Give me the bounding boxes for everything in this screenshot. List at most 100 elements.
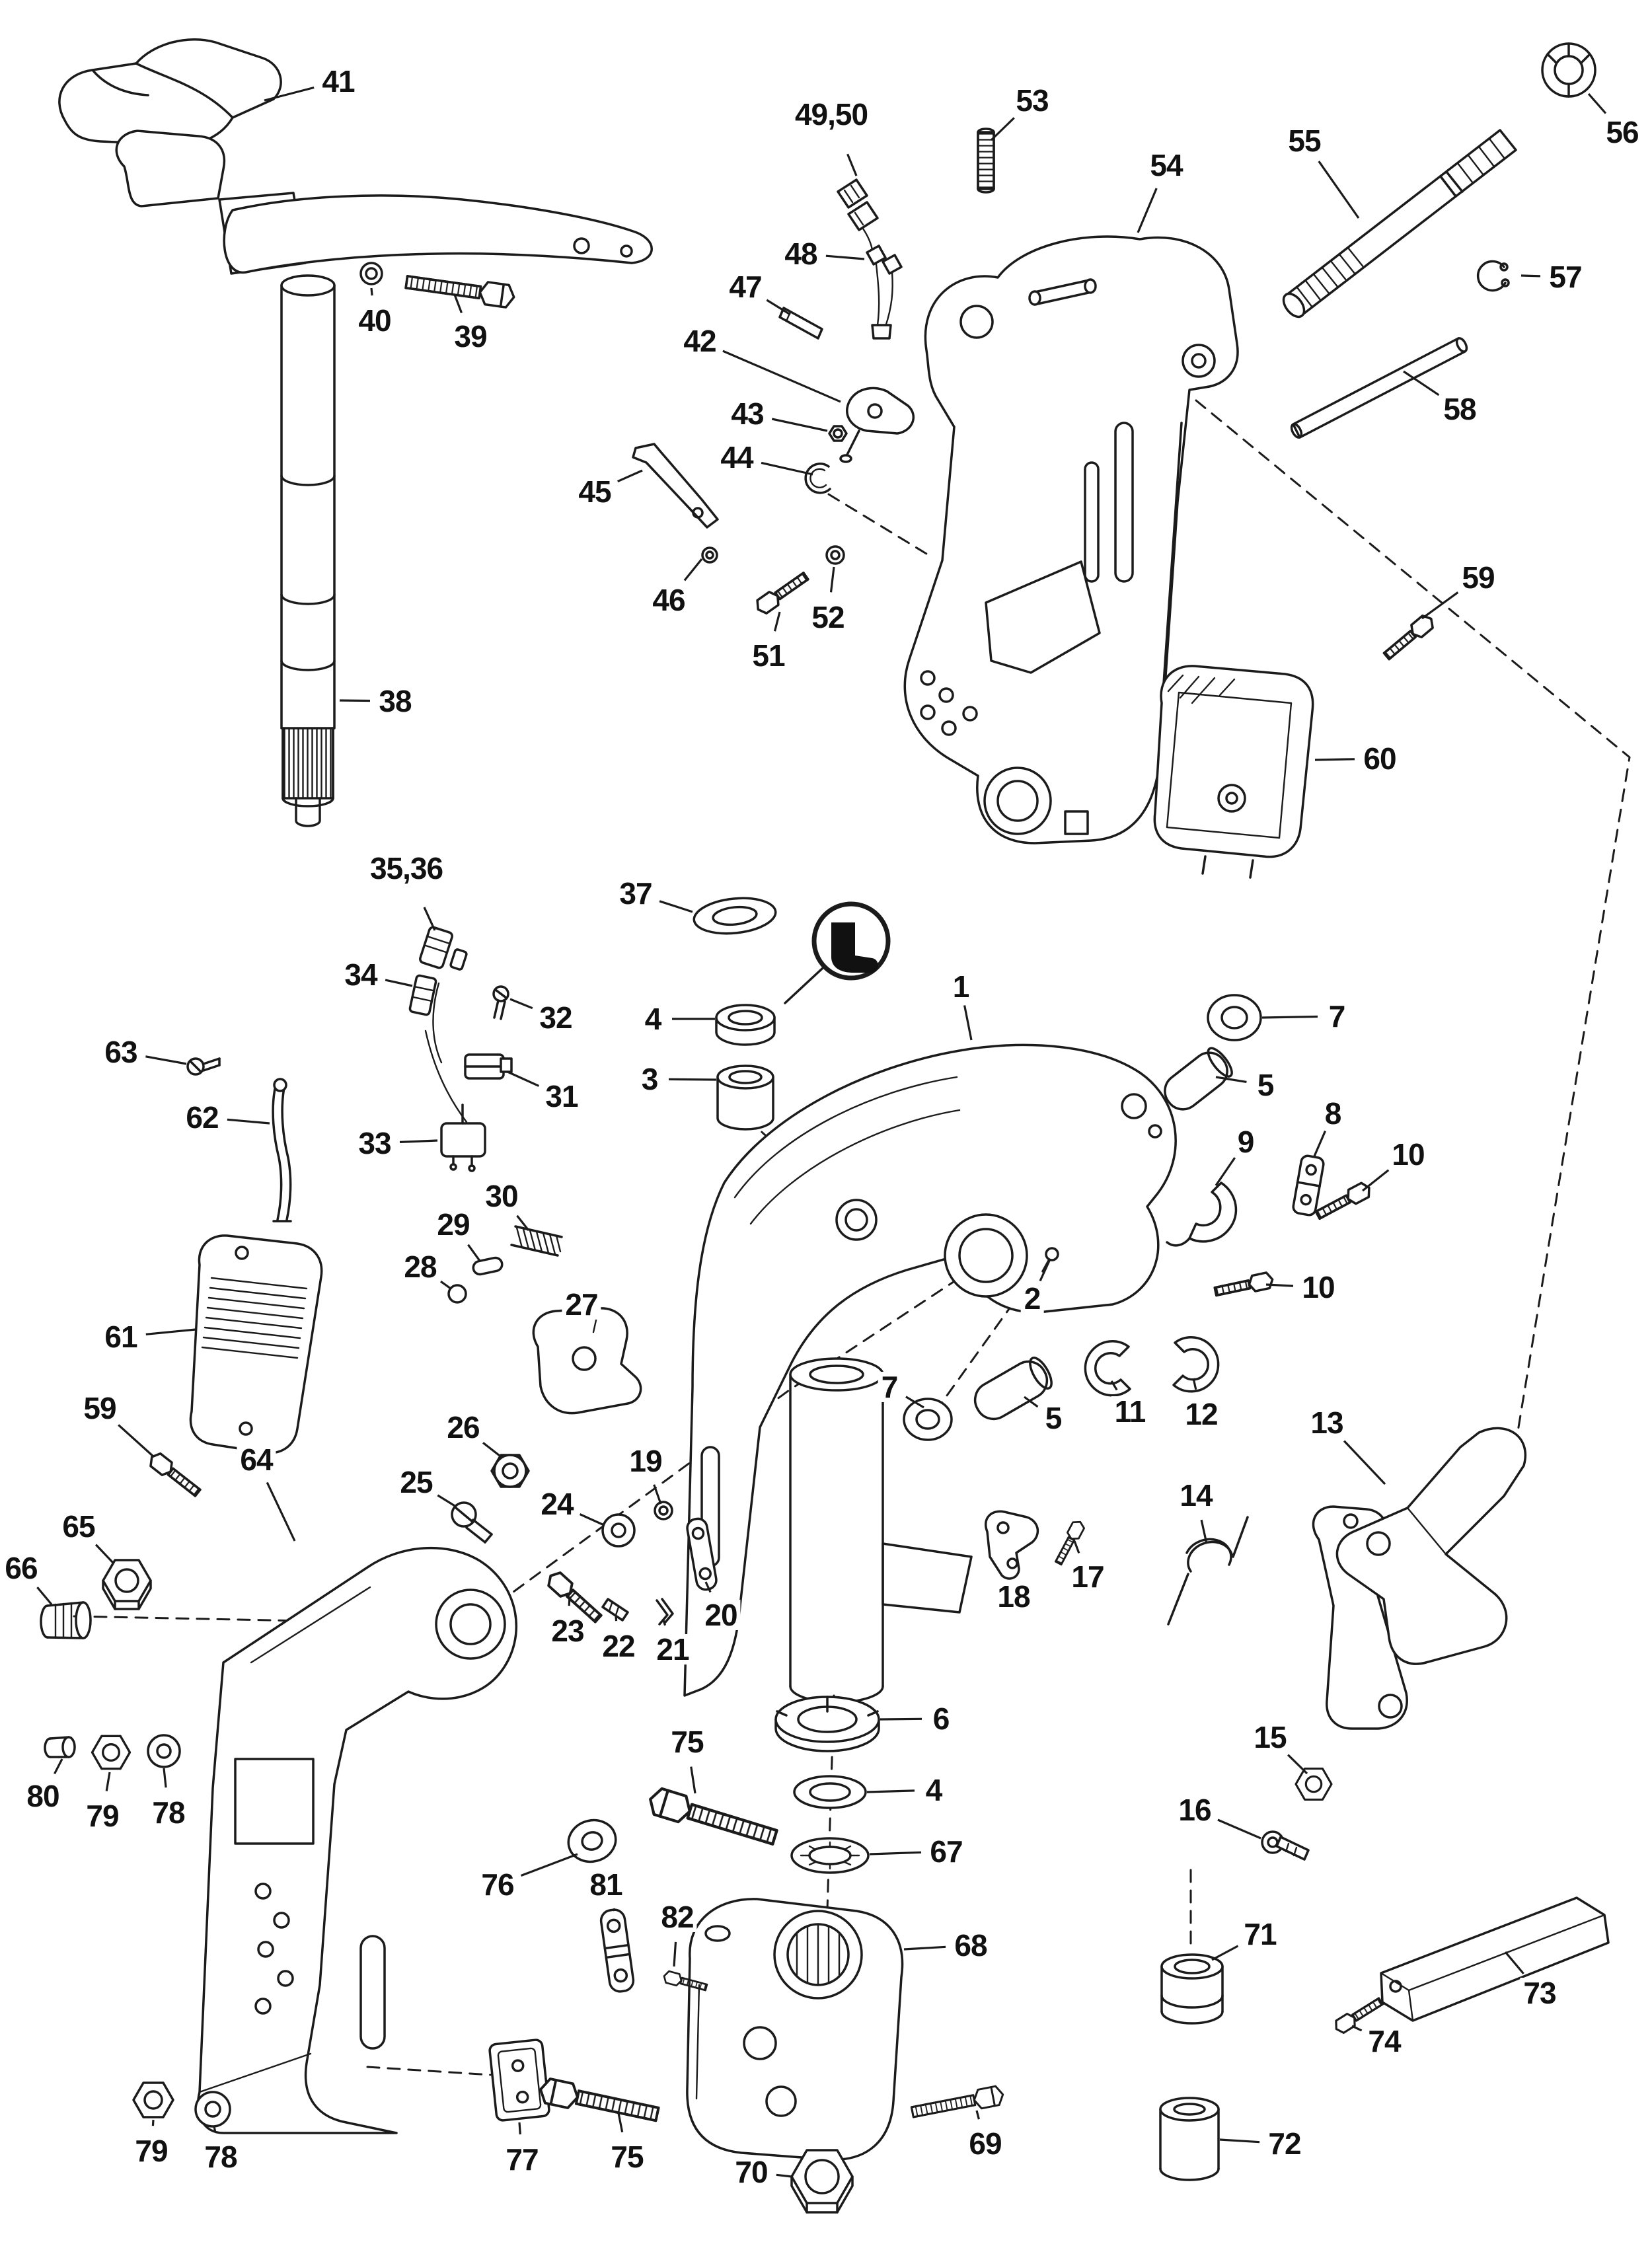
leader-line [118, 1424, 155, 1458]
plate-77-drawing [488, 2039, 550, 2122]
strip-62-drawing [272, 1078, 292, 1222]
callout-75: 75 [667, 1727, 707, 1757]
callout-64: 64 [237, 1444, 276, 1475]
callout-69: 69 [965, 2128, 1005, 2159]
steering-link-cluster-drawing [632, 178, 915, 617]
callout-26: 26 [443, 1412, 483, 1442]
callout-15: 15 [1250, 1722, 1290, 1752]
callout-81: 81 [586, 1869, 626, 1900]
callout-73: 73 [1520, 1978, 1559, 2008]
callout-16: 16 [1175, 1795, 1215, 1825]
nut-56-drawing [1541, 42, 1596, 98]
callout-62: 62 [182, 1102, 222, 1133]
leader-line [453, 294, 463, 314]
callout-30: 30 [482, 1181, 521, 1211]
callout-60: 60 [1360, 743, 1400, 774]
pin-29-drawing [472, 1256, 504, 1276]
callout-31: 31 [542, 1081, 582, 1111]
callout-42: 42 [680, 326, 720, 356]
callout-47: 47 [726, 272, 765, 302]
leader-line [1421, 591, 1459, 620]
callout-32: 32 [536, 1002, 576, 1033]
leader-line [903, 1945, 946, 1951]
callout-79: 79 [131, 2136, 171, 2166]
grease-symbol-icon [784, 901, 891, 1004]
callout-29: 29 [433, 1209, 473, 1240]
callout-82: 82 [657, 1902, 697, 1932]
callout-74: 74 [1365, 2026, 1404, 2056]
bushing-half-11-drawing [1084, 1340, 1131, 1397]
leader-line [990, 117, 1015, 141]
callout-44: 44 [717, 442, 757, 472]
leader-line [507, 1070, 540, 1087]
callout-59: 59 [1458, 562, 1498, 593]
steering-yoke-drawing [115, 130, 653, 275]
callout-34: 34 [341, 959, 381, 990]
clip-31-drawing [464, 1053, 513, 1080]
callout-46: 46 [649, 585, 689, 615]
leader-line [905, 1396, 924, 1409]
leader-line [1314, 758, 1355, 761]
leader-line [1200, 1519, 1208, 1544]
washer-78-upper-drawing [147, 1734, 181, 1768]
callout-70: 70 [732, 2157, 771, 2187]
washer-78-lower-drawing [194, 2091, 231, 2128]
callout-18: 18 [994, 1581, 1033, 1612]
callout-48: 48 [781, 239, 821, 269]
leader-line [264, 86, 315, 102]
leader-line [761, 461, 813, 476]
leader-line [1362, 1169, 1390, 1192]
cover-61-drawing [189, 1234, 323, 1454]
callout-20: 20 [701, 1600, 741, 1630]
leader-line [1318, 161, 1360, 219]
leader-line [1504, 1951, 1524, 1974]
callout-79: 79 [83, 1801, 122, 1831]
bushing-3-drawing [716, 1065, 774, 1131]
leader-line [516, 1215, 530, 1231]
leader-line [482, 1442, 503, 1459]
leader-line [659, 900, 693, 913]
callout-59: 59 [80, 1393, 120, 1423]
callout-13: 13 [1307, 1407, 1347, 1438]
retaining-ring-57-drawing [1476, 260, 1510, 292]
leader-line [776, 2173, 792, 2178]
leader-line [518, 2122, 521, 2135]
leader-line [1024, 1396, 1039, 1408]
leader-line [54, 1758, 63, 1775]
callout-56: 56 [1602, 117, 1642, 147]
callout-5: 5 [1041, 1403, 1065, 1433]
callout-72: 72 [1265, 2128, 1304, 2159]
swivel-bracket-drawing [903, 235, 1239, 844]
callout-58: 58 [1440, 394, 1480, 424]
leader-line [1351, 2025, 1363, 2032]
callout-78: 78 [149, 1797, 188, 1828]
rod-58-drawing [1290, 337, 1468, 439]
ring-6-drawing [774, 1696, 880, 1752]
stud-53-drawing [977, 128, 995, 194]
leader-line [568, 1596, 571, 1606]
washer-76-drawing [567, 1818, 617, 1863]
bushing-72-drawing [1159, 2097, 1220, 2181]
leader-line [145, 1328, 196, 1335]
callout-80: 80 [23, 1781, 63, 1811]
leader-line [683, 558, 703, 581]
swivel-housing-68-drawing [686, 1898, 904, 2161]
washer-19-drawing [654, 1501, 673, 1520]
cotter-21-drawing [656, 1598, 674, 1626]
leader-line [1192, 1378, 1197, 1390]
callout-10: 10 [1298, 1272, 1338, 1302]
connector-34-drawing [408, 974, 468, 1123]
link-81-drawing [599, 1908, 635, 1993]
leader-line [829, 566, 835, 593]
bushing-71-drawing [1160, 1953, 1224, 2025]
leader-line [1073, 1540, 1080, 1553]
washer-7-upper-drawing [1207, 994, 1262, 1041]
callout-3: 3 [638, 1064, 661, 1094]
washer-37-drawing [693, 897, 777, 935]
splined-washer-67-drawing [790, 1837, 870, 1874]
callout-66: 66 [1, 1553, 41, 1583]
callout-71: 71 [1240, 1919, 1280, 1949]
leader-line [1403, 370, 1440, 396]
callout-24: 24 [537, 1489, 577, 1519]
